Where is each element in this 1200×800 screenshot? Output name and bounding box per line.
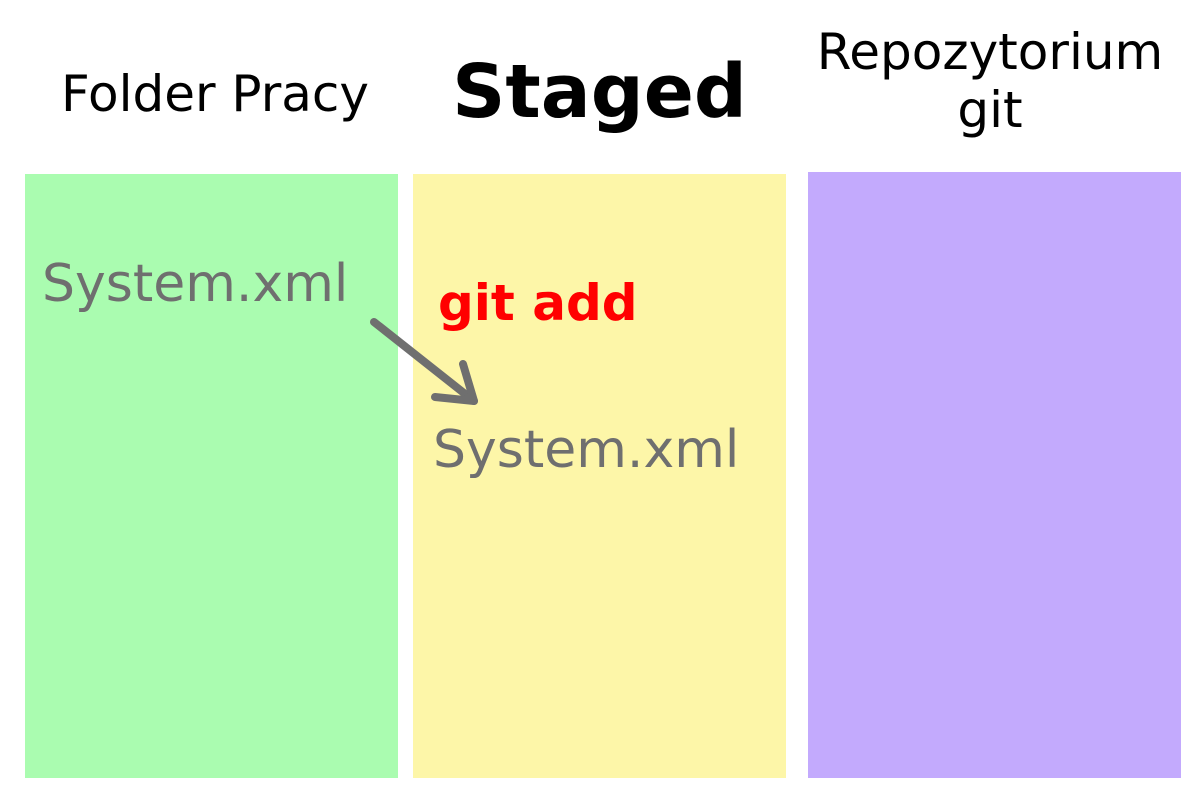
arrow-shape (370, 318, 478, 405)
repository-heading: Repozytorium git (780, 23, 1200, 139)
repository-column (808, 172, 1181, 778)
repository-heading-line2: git (957, 80, 1023, 139)
git-add-command-label: git add (438, 274, 638, 332)
source-file-label: System.xml (42, 254, 349, 314)
working-folder-column (25, 174, 398, 778)
staged-heading: Staged (452, 49, 747, 135)
staged-file-label: System.xml (433, 420, 740, 480)
working-folder-heading: Folder Pracy (61, 65, 369, 123)
staged-column (413, 174, 786, 778)
repository-heading-line1: Repozytorium (816, 23, 1164, 81)
